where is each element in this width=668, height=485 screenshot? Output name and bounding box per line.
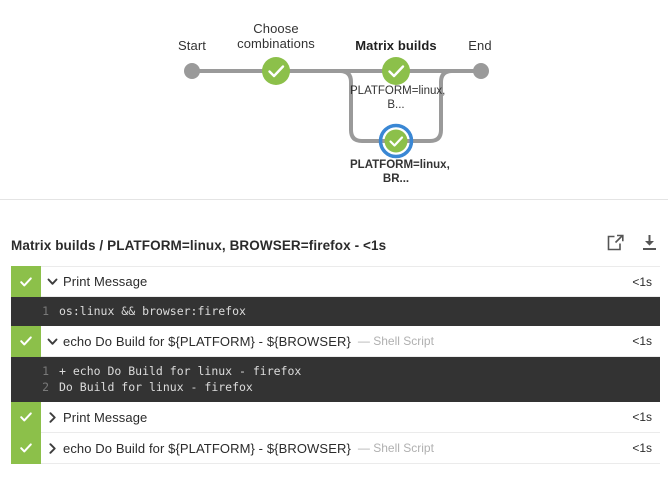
step-status-success-icon xyxy=(11,401,41,433)
connector-branch-out xyxy=(396,69,460,143)
stage-label-end: End xyxy=(468,38,492,53)
step-title: echo Do Build for ${PLATFORM} - ${BROWSE… xyxy=(63,333,351,349)
selected-node-ring xyxy=(378,123,414,159)
console-line-text: Do Build for linux - firefox xyxy=(59,380,253,394)
console-line-number: 1 xyxy=(42,304,49,318)
step-console-output[interactable]: 1 os:linux && browser:firefox xyxy=(11,297,660,326)
branch-node-label-1: PLATFORM=linux, B... xyxy=(350,85,446,111)
step-duration: <1s xyxy=(632,410,652,424)
chevron-down-icon[interactable] xyxy=(41,336,63,347)
end-node-dot xyxy=(473,63,489,79)
log-header: Matrix builds / PLATFORM=linux, BROWSER=… xyxy=(0,200,668,266)
log-header-actions xyxy=(606,233,660,253)
step-row[interactable]: Print Message <1s xyxy=(11,266,660,297)
step-status-success-icon xyxy=(11,266,41,297)
external-link-icon[interactable] xyxy=(606,233,626,253)
stage-label-choose-combinations: Choose combinations xyxy=(237,21,315,51)
chevron-down-icon[interactable] xyxy=(41,276,63,287)
node-choose-combinations[interactable] xyxy=(262,57,290,85)
node-platform-linux-browser-firefox[interactable] xyxy=(384,129,408,153)
pipeline-graph-svg xyxy=(184,57,489,159)
step-title: Print Message xyxy=(63,274,148,289)
step-status-success-icon xyxy=(11,325,41,357)
step-title: echo Do Build for ${PLATFORM} - ${BROWSE… xyxy=(63,440,351,456)
step-status-success-icon xyxy=(11,432,41,464)
step-duration: <1s xyxy=(632,274,652,289)
step-row[interactable]: Print Message <1s xyxy=(11,401,660,433)
log-breadcrumb-title: Matrix builds / PLATFORM=linux, BROWSER=… xyxy=(11,238,387,253)
console-line-number: 1 xyxy=(42,364,49,378)
step-console-output[interactable]: 1 + echo Do Build for linux - firefox 2 Do … xyxy=(11,357,660,402)
chevron-right-icon[interactable] xyxy=(41,442,63,454)
graph-log-divider xyxy=(0,199,668,200)
stage-label-start: Start xyxy=(178,38,206,53)
stage-label-matrix-builds: Matrix builds xyxy=(355,38,437,53)
step-row[interactable]: echo Do Build for ${PLATFORM} - ${BROWSE… xyxy=(11,432,660,464)
console-line-text: + echo Do Build for linux - firefox xyxy=(59,364,302,378)
start-node-dot xyxy=(184,63,200,79)
check-icon xyxy=(388,65,405,78)
check-icon xyxy=(389,136,404,147)
console-line-number: 2 xyxy=(42,380,49,394)
step-type-label: — Shell Script xyxy=(357,334,434,348)
connector-branch-in xyxy=(318,69,396,143)
console-line-text: os:linux && browser:firefox xyxy=(59,304,246,318)
download-icon[interactable] xyxy=(640,233,660,253)
chevron-right-icon[interactable] xyxy=(41,411,63,423)
console-line: 2 Do Build for linux - firefox xyxy=(11,379,660,395)
step-duration: <1s xyxy=(632,441,652,455)
step-row[interactable]: echo Do Build for ${PLATFORM} - ${BROWSE… xyxy=(11,325,660,357)
branch-node-label-2: PLATFORM=linux, BR... xyxy=(350,159,450,185)
step-type-label: — Shell Script xyxy=(357,441,434,455)
check-icon xyxy=(268,65,285,78)
console-line: 1 os:linux && browser:firefox xyxy=(11,303,660,319)
step-duration: <1s xyxy=(632,334,652,348)
step-title: Print Message xyxy=(63,409,148,425)
console-line: 1 + echo Do Build for linux - firefox xyxy=(11,363,660,379)
node-matrix-builds[interactable] xyxy=(382,57,410,85)
pipeline-graph: Start Choose combinations Matrix builds … xyxy=(0,0,668,200)
step-list[interactable]: Print Message <1s 1 os:linux && browser:fir… xyxy=(0,266,668,485)
